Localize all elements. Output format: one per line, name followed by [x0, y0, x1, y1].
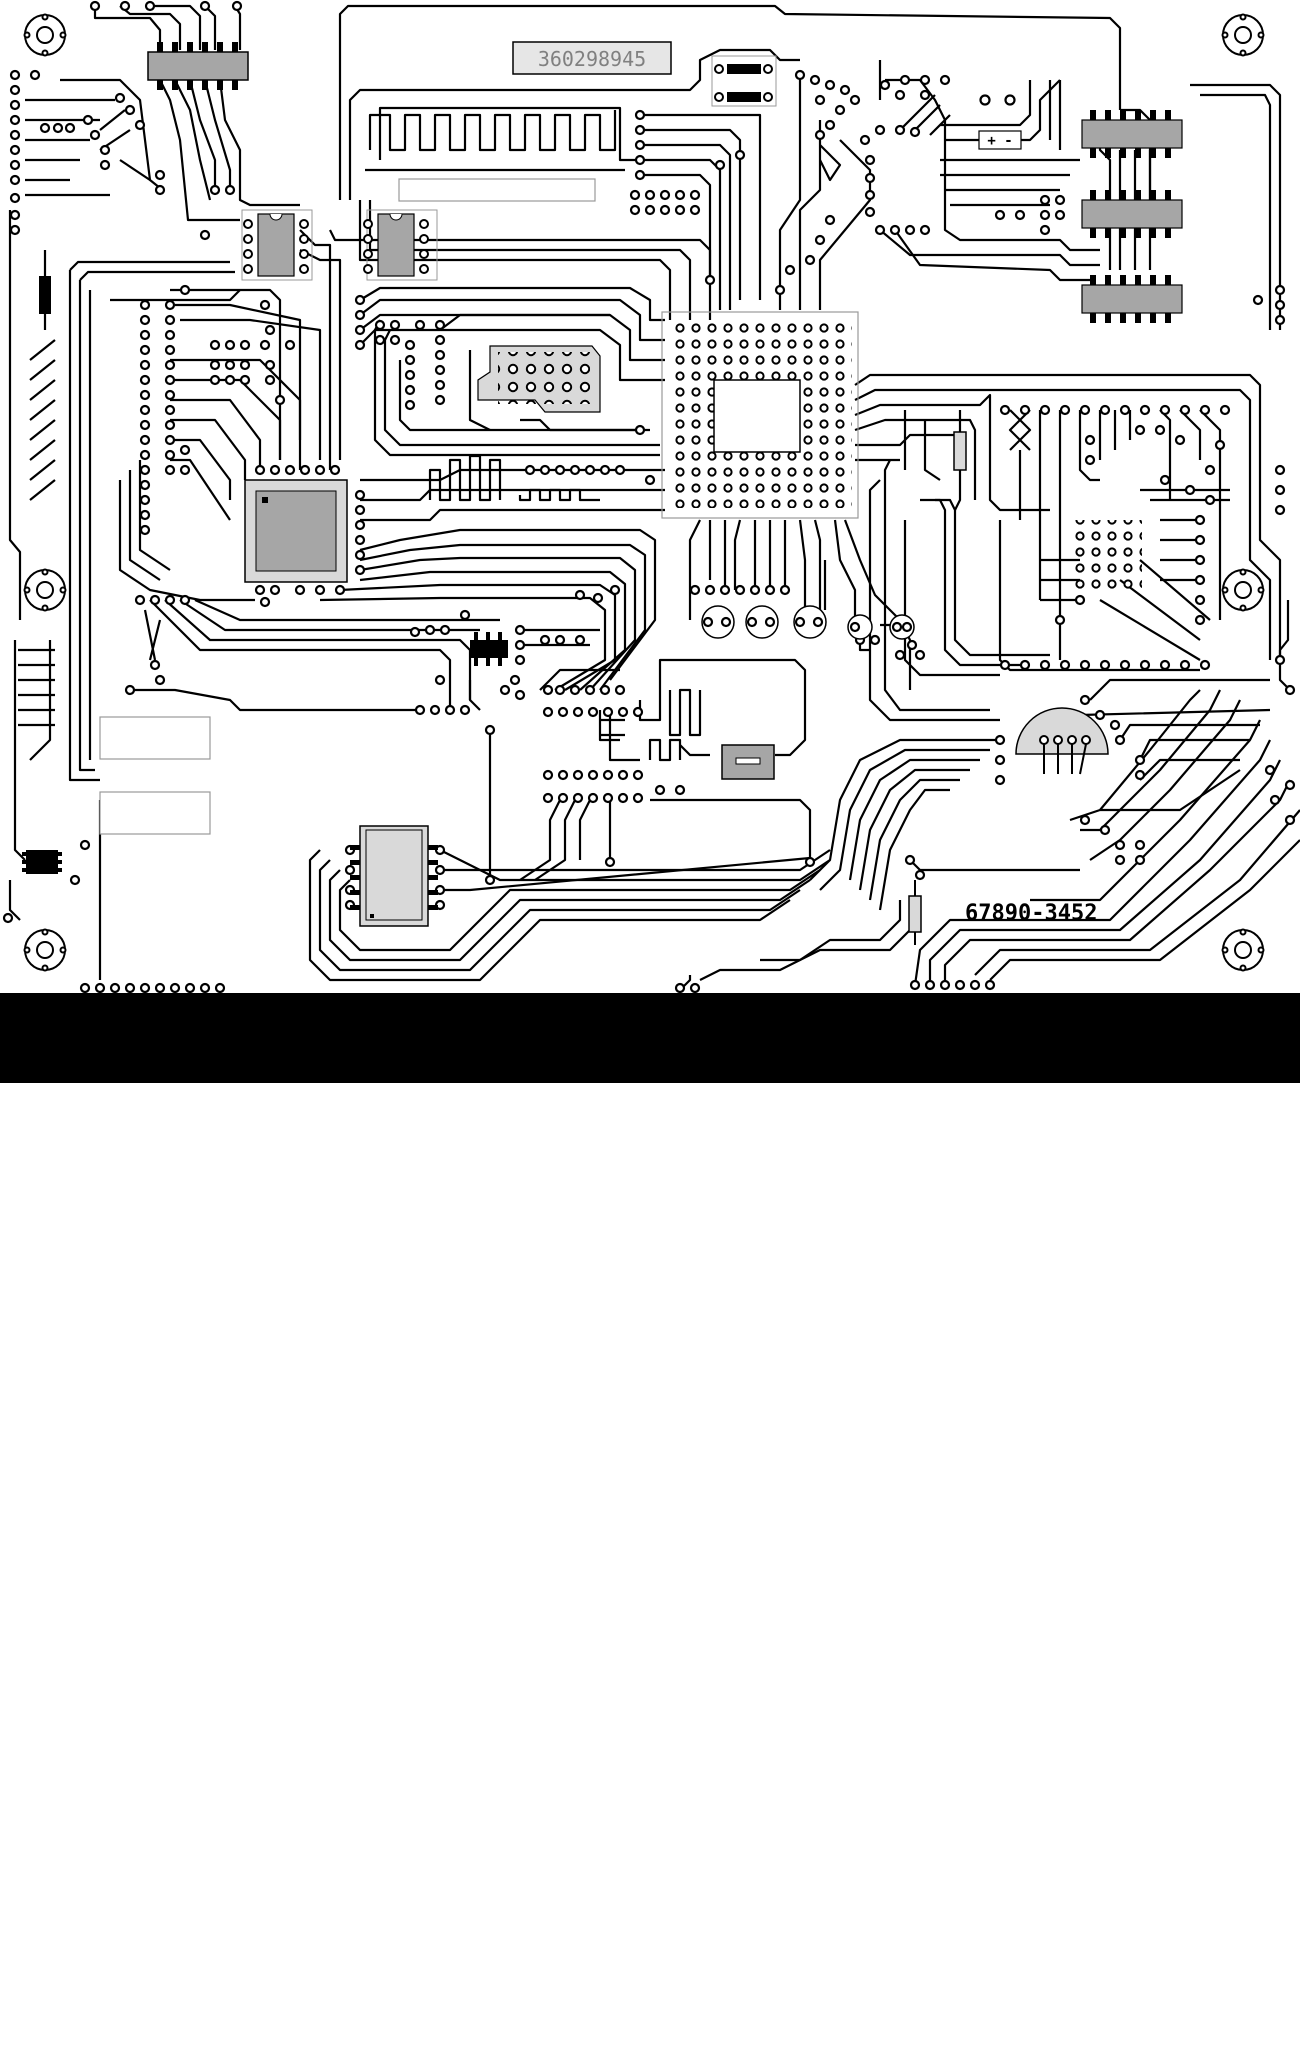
resistor-left — [39, 260, 51, 330]
serial-label: 360298945 — [512, 41, 672, 75]
resistor-bottom — [908, 880, 922, 945]
dip-chip-left — [241, 209, 313, 281]
grey-pad-cluster — [477, 345, 601, 413]
serial-number-text: 360298945 — [538, 47, 646, 71]
polarity-label: + - — [978, 130, 1022, 150]
watermark-url: www.alamy.com — [1122, 2041, 1251, 2060]
resistor-right — [953, 415, 967, 490]
watermark-image-id: 2STC5PF — [1122, 2000, 1244, 2033]
stock-watermark-bar: alamy 2STC5PF www.alamy.com — [0, 993, 1300, 2059]
mounting-hole-mid-left — [23, 568, 67, 612]
blank-label-left-lower — [99, 791, 211, 835]
soic-chip-bottom — [350, 825, 438, 927]
part-number-text: 67890-3452 — [965, 901, 1097, 926]
smd-chip-middle — [470, 632, 508, 666]
smd-chip-left — [22, 850, 62, 874]
fuse-pair — [711, 55, 777, 107]
mounting-holes — [23, 13, 1265, 972]
dip-chip-right — [363, 209, 438, 281]
round-pad-row — [701, 605, 915, 640]
solder-pads — [2, 0, 1296, 994]
mounting-hole-top-right — [1221, 13, 1265, 57]
ic-chip-right-2 — [1081, 190, 1183, 238]
semicircle-component — [1015, 707, 1109, 775]
traces — [8, 4, 1300, 991]
ic-chip-right-3 — [1081, 275, 1183, 323]
mounting-hole-bottom-left — [23, 928, 67, 972]
mounting-hole-mid-right — [1221, 568, 1265, 612]
mounting-hole-bottom-right — [1221, 928, 1265, 972]
watermark-logo: alamy — [46, 1997, 191, 2048]
bga-pad-grid — [1070, 520, 1142, 592]
blank-label-top — [398, 178, 596, 202]
ic-chip-top-left — [147, 42, 249, 90]
blank-label-left-upper — [99, 716, 211, 760]
ic-chip-right-1 — [1081, 110, 1183, 158]
large-ic-chip — [244, 479, 348, 583]
crystal-component — [721, 744, 775, 780]
polarity-text: + - — [987, 133, 1012, 149]
circuit-board-svg: 360298945 + — [2, 0, 1300, 994]
mounting-hole-top-left — [23, 13, 67, 57]
qfp-processor — [661, 311, 859, 519]
circuit-board-illustration: 360298945 + — [0, 0, 1300, 994]
